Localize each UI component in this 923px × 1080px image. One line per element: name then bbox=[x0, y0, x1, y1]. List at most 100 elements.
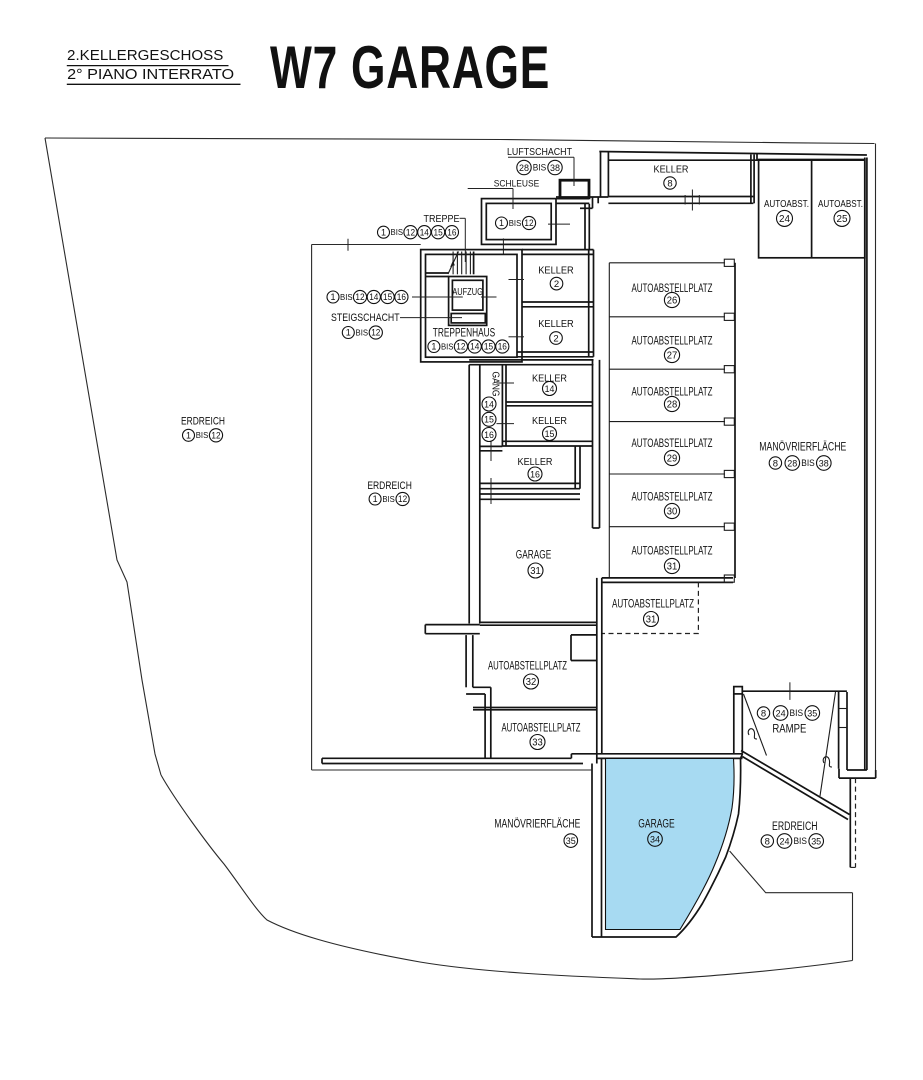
svg-text:14: 14 bbox=[484, 399, 494, 410]
svg-text:16: 16 bbox=[484, 430, 494, 441]
svg-text:24: 24 bbox=[779, 213, 790, 225]
svg-text:TREPPE: TREPPE bbox=[424, 213, 460, 225]
svg-text:15: 15 bbox=[484, 342, 493, 352]
svg-text:RAMPE: RAMPE bbox=[772, 723, 806, 735]
svg-text:34: 34 bbox=[650, 834, 660, 845]
svg-text:12: 12 bbox=[406, 227, 415, 237]
svg-text:27: 27 bbox=[667, 351, 678, 362]
svg-text:15: 15 bbox=[434, 227, 443, 237]
svg-text:BIS: BIS bbox=[533, 163, 547, 173]
svg-text:AUFZUG: AUFZUG bbox=[452, 286, 483, 298]
svg-text:16: 16 bbox=[530, 469, 540, 480]
svg-text:KELLER: KELLER bbox=[518, 456, 553, 468]
svg-text:1: 1 bbox=[431, 342, 436, 352]
svg-text:16: 16 bbox=[447, 227, 456, 237]
svg-text:28: 28 bbox=[787, 458, 797, 469]
svg-text:31: 31 bbox=[646, 615, 657, 626]
svg-text:15: 15 bbox=[545, 429, 555, 440]
svg-text:14: 14 bbox=[369, 292, 378, 302]
svg-text:BIS: BIS bbox=[196, 431, 209, 440]
svg-text:STEIGSCHACHT: STEIGSCHACHT bbox=[331, 312, 400, 324]
svg-text:1: 1 bbox=[373, 494, 378, 504]
svg-text:8: 8 bbox=[765, 836, 770, 847]
svg-text:BIS: BIS bbox=[382, 495, 395, 504]
svg-text:BIS: BIS bbox=[509, 219, 522, 228]
svg-text:SCHLEUSE: SCHLEUSE bbox=[494, 178, 540, 189]
svg-text:14: 14 bbox=[420, 227, 429, 237]
svg-text:BIS: BIS bbox=[356, 328, 369, 337]
svg-text:28: 28 bbox=[519, 163, 529, 174]
svg-text:GARAGE: GARAGE bbox=[516, 550, 552, 562]
svg-text:15: 15 bbox=[383, 292, 392, 302]
svg-text:1: 1 bbox=[499, 218, 504, 228]
svg-text:MANÖVRIERFLÄCHE: MANÖVRIERFLÄCHE bbox=[494, 819, 580, 831]
svg-text:KELLER: KELLER bbox=[532, 372, 567, 384]
svg-text:12: 12 bbox=[456, 342, 465, 352]
svg-text:2: 2 bbox=[553, 333, 558, 344]
svg-text:ERDREICH: ERDREICH bbox=[181, 415, 225, 427]
svg-text:38: 38 bbox=[550, 163, 560, 174]
svg-text:33: 33 bbox=[532, 738, 543, 749]
svg-text:1: 1 bbox=[346, 328, 351, 338]
svg-text:24: 24 bbox=[776, 708, 786, 719]
svg-text:BIS: BIS bbox=[793, 836, 807, 846]
svg-text:31: 31 bbox=[667, 562, 678, 573]
svg-text:ERDREICH: ERDREICH bbox=[772, 821, 818, 833]
svg-text:AUTOABSTELLPLATZ: AUTOABSTELLPLATZ bbox=[488, 661, 567, 673]
svg-text:38: 38 bbox=[819, 458, 829, 469]
svg-text:1: 1 bbox=[381, 227, 386, 237]
svg-text:BIS: BIS bbox=[391, 228, 404, 237]
svg-text:KELLER: KELLER bbox=[654, 164, 689, 176]
svg-text:W7 GARAGE: W7 GARAGE bbox=[270, 34, 550, 101]
svg-text:AUTOABSTELLPLATZ: AUTOABSTELLPLATZ bbox=[612, 599, 694, 611]
svg-text:1: 1 bbox=[186, 431, 191, 441]
svg-text:2.KELLERGESCHOSS: 2.KELLERGESCHOSS bbox=[67, 48, 223, 64]
svg-text:29: 29 bbox=[667, 454, 678, 465]
svg-text:AUTOABST.: AUTOABST. bbox=[764, 198, 809, 210]
svg-text:25: 25 bbox=[837, 213, 848, 225]
svg-text:BIS: BIS bbox=[801, 458, 815, 468]
svg-text:8: 8 bbox=[773, 458, 778, 469]
svg-text:AUTOABSTELLPLATZ: AUTOABSTELLPLATZ bbox=[632, 283, 713, 295]
svg-text:14: 14 bbox=[545, 384, 555, 395]
svg-text:TREPPENHAUS: TREPPENHAUS bbox=[433, 328, 496, 340]
svg-text:BIS: BIS bbox=[340, 293, 353, 302]
svg-text:2° PIANO INTERRATO: 2° PIANO INTERRATO bbox=[67, 67, 234, 83]
svg-text:12: 12 bbox=[211, 430, 220, 440]
svg-text:AUTOABSTELLPLATZ: AUTOABSTELLPLATZ bbox=[632, 545, 713, 557]
svg-text:28: 28 bbox=[667, 400, 678, 411]
svg-text:35: 35 bbox=[811, 836, 821, 847]
svg-text:31: 31 bbox=[530, 566, 541, 577]
svg-text:AUTOABST.: AUTOABST. bbox=[818, 198, 863, 210]
svg-text:1: 1 bbox=[330, 292, 335, 302]
svg-text:15: 15 bbox=[484, 415, 494, 426]
svg-text:8: 8 bbox=[667, 178, 672, 189]
svg-text:AUTOABSTELLPLATZ: AUTOABSTELLPLATZ bbox=[632, 438, 713, 450]
svg-text:2: 2 bbox=[554, 279, 559, 290]
svg-text:GARAGE: GARAGE bbox=[638, 818, 675, 830]
svg-text:BIS: BIS bbox=[441, 342, 454, 351]
svg-text:30: 30 bbox=[667, 507, 678, 518]
svg-text:12: 12 bbox=[355, 292, 364, 302]
svg-text:BIS: BIS bbox=[790, 708, 804, 718]
svg-text:35: 35 bbox=[807, 708, 817, 719]
svg-text:AUTOABSTELLPLATZ: AUTOABSTELLPLATZ bbox=[502, 722, 581, 734]
svg-text:12: 12 bbox=[398, 494, 407, 504]
svg-text:KELLER: KELLER bbox=[538, 264, 574, 276]
svg-text:ERDREICH: ERDREICH bbox=[367, 480, 412, 492]
svg-text:MANÖVRIERFLÄCHE: MANÖVRIERFLÄCHE bbox=[759, 441, 846, 453]
svg-text:35: 35 bbox=[566, 836, 576, 847]
svg-text:32: 32 bbox=[526, 677, 537, 688]
svg-text:16: 16 bbox=[498, 342, 507, 352]
svg-text:AUTOABSTELLPLATZ: AUTOABSTELLPLATZ bbox=[632, 387, 713, 399]
svg-text:16: 16 bbox=[397, 292, 406, 302]
svg-text:AUTOABSTELLPLATZ: AUTOABSTELLPLATZ bbox=[632, 491, 713, 503]
svg-text:14: 14 bbox=[470, 342, 479, 352]
svg-text:AUTOABSTELLPLATZ: AUTOABSTELLPLATZ bbox=[632, 335, 713, 347]
svg-text:12: 12 bbox=[371, 328, 380, 338]
svg-text:GANG: GANG bbox=[490, 372, 502, 397]
svg-text:8: 8 bbox=[761, 708, 766, 719]
svg-text:LUFTSCHACHT: LUFTSCHACHT bbox=[507, 146, 572, 158]
svg-text:KELLER: KELLER bbox=[538, 318, 574, 330]
svg-text:24: 24 bbox=[780, 836, 790, 847]
